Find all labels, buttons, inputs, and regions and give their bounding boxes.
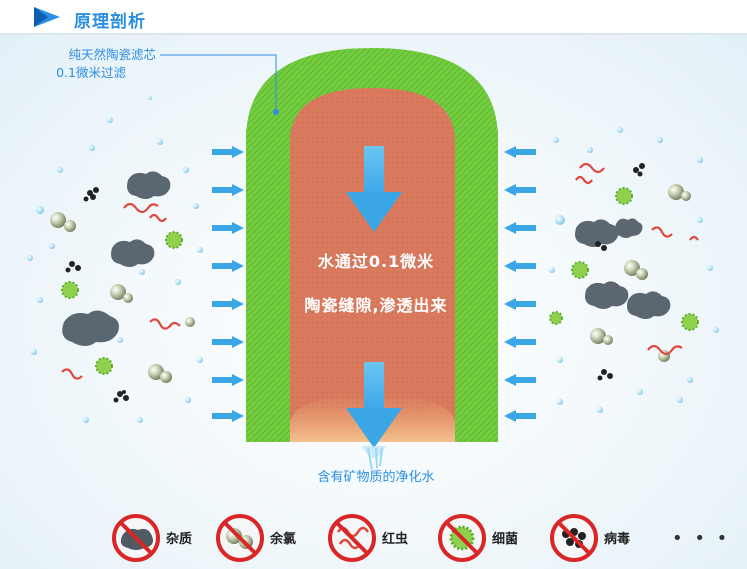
bacteria-icon [438, 514, 486, 562]
legend-label-virus: 病毒 [604, 532, 631, 547]
chlorine-particles [50, 212, 195, 383]
virus-clusters [65, 187, 129, 403]
red-worms [61, 202, 181, 380]
impurity-clumps [62, 171, 171, 346]
legend-label-impurity: 杂质 [166, 532, 193, 547]
inner-text-line2: 陶瓷缝隙,渗透出来 [304, 296, 448, 315]
impurity-clumps-right [575, 218, 671, 319]
inflow-arrows-right [504, 146, 536, 422]
more-indicator: • • • [672, 528, 731, 549]
label-leader-dot [273, 109, 279, 115]
filter-label-line2: 0.1微米过滤 [56, 65, 126, 80]
contaminants-left [27, 96, 203, 423]
title-arrow-shade-icon [34, 7, 48, 27]
legend-label-bacteria: 细菌 [492, 532, 519, 547]
water-bubbles-left [27, 96, 203, 423]
header: 原理剖析 [0, 0, 747, 34]
ceramic-filter [246, 48, 498, 471]
water-flow-arrow-top [346, 146, 402, 232]
red-worms-right [575, 162, 699, 356]
inflow-arrows-left [212, 146, 244, 422]
red-worm-icon [328, 514, 376, 562]
bacteria-particles-right [549, 187, 699, 331]
output-caption: 含有矿物质的净化水 [317, 470, 435, 485]
impurity-icon [112, 514, 160, 562]
header-divider [0, 33, 747, 35]
water-bubbles-right [549, 127, 719, 413]
virus-icon [550, 514, 598, 562]
contaminants-right [549, 127, 719, 413]
filter-label: 纯天然陶瓷滤芯 0.1微米过滤 [40, 46, 156, 82]
label-leader-line [160, 54, 277, 112]
bacteria-particles [61, 231, 183, 375]
chlorine-particles-right [590, 184, 691, 362]
virus-clusters-right [595, 163, 645, 381]
legend-icons [112, 514, 598, 562]
legend-label-red-worm: 红虫 [382, 532, 409, 547]
filter-label-line1: 纯天然陶瓷滤芯 [68, 47, 156, 62]
legend-label-chlorine: 余氯 [270, 532, 297, 547]
page-title: 原理剖析 [74, 12, 146, 32]
chlorine-icon [216, 514, 264, 562]
filter-core [290, 88, 455, 442]
inner-text-line1: 水通过0.1微米 [317, 252, 435, 271]
water-drips [367, 447, 383, 471]
water-flow-arrow-bottom [346, 362, 402, 448]
